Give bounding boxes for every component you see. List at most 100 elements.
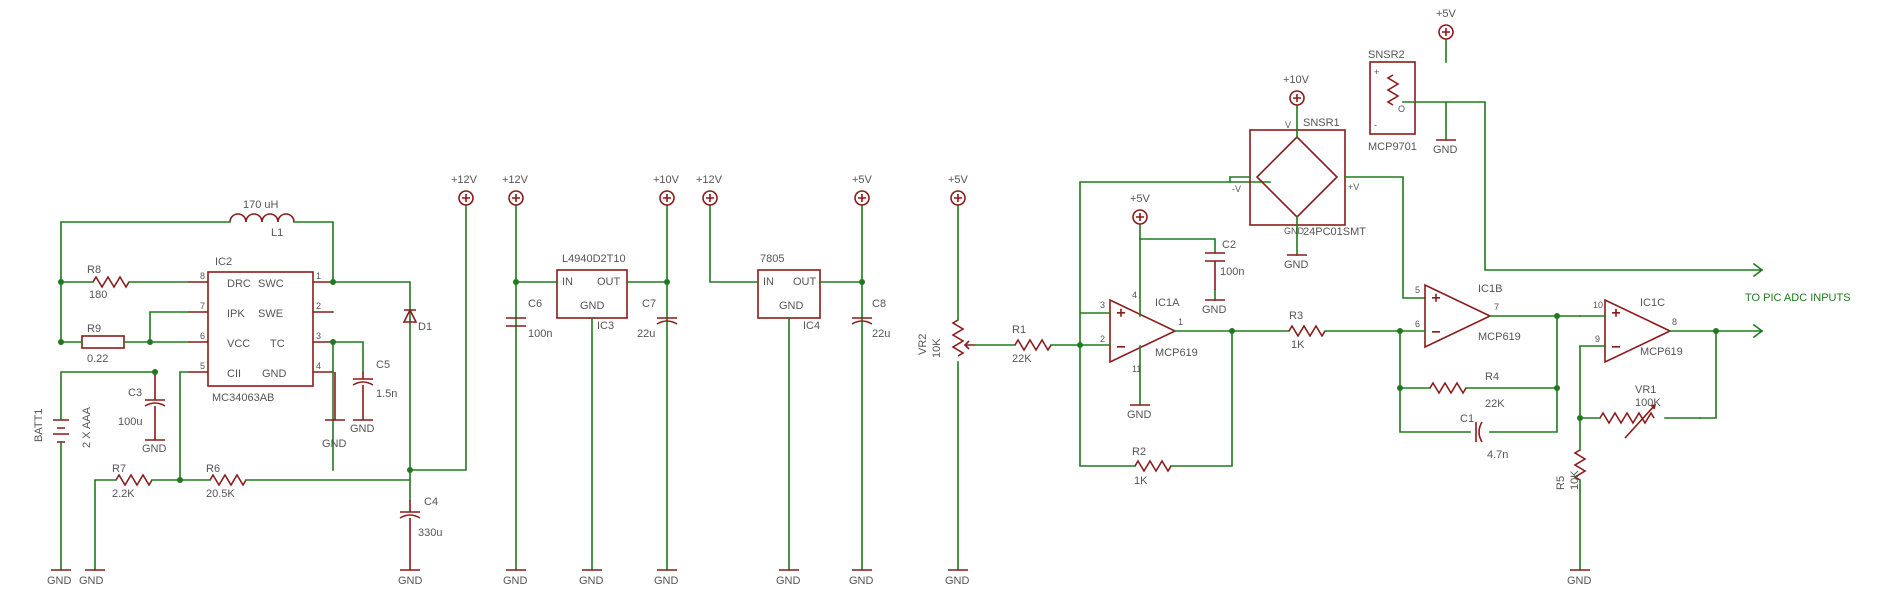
c3-name: C3 [128, 387, 142, 399]
capacitor-c7 [656, 317, 678, 325]
ic1b-out-pin: 7 [1494, 302, 1499, 312]
ic2-pin-num-7: 7 [200, 301, 205, 311]
ic4-in: IN [763, 276, 774, 288]
ic1a-out-pin: 1 [1178, 317, 1183, 327]
sensor-snsr1-body [1249, 129, 1346, 226]
ic2-name: IC2 [215, 256, 232, 268]
snsr1-name: SNSR1 [1303, 117, 1340, 129]
svg-text:+10V: +10V [653, 174, 680, 186]
r3-value: 1K [1291, 339, 1305, 351]
ic1b-part: MCP619 [1478, 331, 1521, 343]
sensor-snsr2-element [1386, 74, 1400, 106]
gnd-12: GND [945, 569, 970, 587]
ic4-part: 7805 [760, 253, 784, 265]
ic2-pin-gnd: GND [262, 368, 287, 380]
c2-value: 100n [1220, 266, 1244, 278]
svg-text:GND: GND [79, 575, 104, 587]
svg-text:GND: GND [945, 575, 970, 587]
capacitor-c3 [144, 372, 166, 440]
opamp-ic1c [1604, 298, 1672, 364]
batt1-value: 2 X AAA [81, 406, 93, 448]
svg-text:GND: GND [776, 575, 801, 587]
c4-name: C4 [424, 496, 438, 508]
r8-name: R8 [87, 264, 101, 276]
opamp-ic1a [1109, 298, 1177, 364]
battery-batt1 [53, 419, 69, 443]
svg-text:GND: GND [1127, 409, 1152, 421]
supply-p10-a: +10V [653, 174, 680, 206]
svg-text:+12V: +12V [451, 174, 478, 186]
svg-text:+5V: +5V [948, 174, 969, 186]
ic1a-gnd-pin: 11 [1132, 364, 1141, 374]
snsr2-out: O [1398, 104, 1405, 114]
ic1a-minus-pin: 2 [1100, 334, 1105, 344]
c7-value: 22u [637, 328, 655, 340]
supply-p5-a: +5V [852, 174, 873, 206]
supply-symbols: +12V +12V +10V +12V +5V +5V +5V +10V [451, 8, 1457, 225]
r6-name: R6 [206, 463, 220, 475]
snsr2-plus: + [1374, 67, 1379, 77]
ic4-name: IC4 [803, 320, 820, 332]
resistor-r8 [92, 275, 130, 289]
r3-name: R3 [1289, 310, 1303, 322]
ic1b-name: IC1B [1478, 283, 1502, 295]
capacitor-c6 [506, 317, 526, 327]
ic2-pin-num-6: 6 [200, 331, 205, 341]
r7-value: 2.2K [112, 488, 135, 500]
snsr1-v: V [1285, 120, 1291, 130]
ic1c-part: MCP619 [1640, 346, 1683, 358]
supply-p12-a: +12V [451, 174, 478, 206]
svg-text:GND: GND [1567, 575, 1592, 587]
supply-p5-d: +5V [1436, 8, 1457, 40]
gnd-11: GND [849, 569, 874, 587]
c5-value: 1.5n [376, 388, 397, 400]
resistor-r9 [81, 335, 125, 349]
ic2-pin-tc: TC [270, 338, 285, 350]
r9-name: R9 [87, 323, 101, 335]
resistor-r6 [209, 473, 247, 487]
ic2-part: MC34063AB [212, 392, 274, 404]
resistor-r4 [1429, 381, 1467, 395]
gnd-6: GND [398, 569, 423, 587]
output-label: TO PIC ADC INPUTS [1745, 292, 1851, 304]
l1-name: L1 [271, 227, 283, 239]
r6-value: 20.5K [206, 488, 235, 500]
boost-converter-section: IC2 MC34063AB DRC SWC IPK SWE VCC TC CII… [33, 199, 467, 571]
capacitor-c4 [399, 500, 421, 570]
regulators-section: L4940D2T10 IN OUT GND IC3 C6 100n C7 22u… [506, 205, 890, 571]
svg-text:GND: GND [47, 575, 72, 587]
r9-value: 0.22 [87, 353, 108, 365]
svg-text:GND: GND [849, 575, 874, 587]
c8-value: 22u [872, 328, 890, 340]
r4-name: R4 [1485, 371, 1499, 383]
c1-name: C1 [1460, 413, 1474, 425]
batt1-name: BATT1 [33, 409, 45, 442]
gnd-14: GND [1202, 299, 1227, 316]
l1-value: 170 uH [243, 199, 279, 211]
svg-text:+5V: +5V [852, 174, 873, 186]
c6-value: 100n [528, 328, 552, 340]
vr2-name: VR2 [917, 334, 929, 355]
gnd-15: GND [1284, 254, 1309, 271]
ic3-gnd: GND [580, 300, 605, 312]
resistor-r1 [1014, 338, 1052, 352]
vr1-value: 100K [1635, 397, 1661, 409]
ic2-pin-vcc: VCC [227, 338, 250, 350]
c8-name: C8 [872, 298, 886, 310]
r5-name: R5 [1555, 476, 1567, 490]
supply-p12-c: +12V [696, 174, 723, 206]
svg-text:GND: GND [503, 575, 528, 587]
ic2-pin-num-8: 8 [200, 271, 205, 281]
gnd-4: GND [350, 419, 375, 435]
snsr2-name: SNSR2 [1368, 49, 1405, 61]
resistor-r7 [115, 473, 153, 487]
svg-text:GND: GND [1284, 259, 1309, 271]
supply-p5-c: +5V [1130, 193, 1151, 225]
c7-name: C7 [642, 298, 656, 310]
c6-name: C6 [528, 298, 542, 310]
snsr1-part: 24PC01SMT [1303, 226, 1366, 238]
gnd-10: GND [776, 569, 801, 587]
ground-symbols: GND GND GND GND GND GND GND GND GND GND … [47, 139, 1592, 587]
gnd-13: GND [1127, 404, 1152, 421]
d1-name: D1 [418, 321, 432, 333]
